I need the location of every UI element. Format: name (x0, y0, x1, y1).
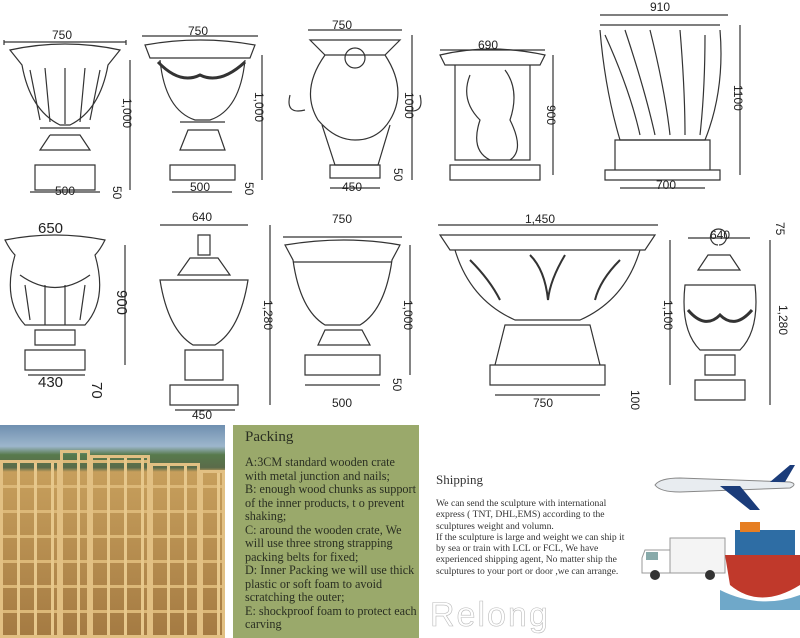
gadroon-urn-drawing (4, 234, 126, 376)
dimension-label: 750 (533, 396, 554, 410)
dimension-label: 50 (391, 168, 405, 182)
airplane-icon (654, 465, 795, 510)
dimension-label: 750 (52, 28, 73, 42)
cherub-planter-drawing (439, 48, 554, 181)
dimension-label: 1,000 (252, 92, 266, 123)
covered-garland-urn-drawing (683, 228, 771, 405)
shipping-title: Shipping (436, 472, 483, 487)
dimension-label: 500 (190, 180, 211, 194)
dimension-label: 1,450 (525, 212, 556, 226)
campana-urn-drawing (283, 236, 411, 386)
shipping-line: If the sculpture is large and weight we … (436, 531, 625, 577)
packing-panel: Packing A:3CM standard wooden crate with… (233, 425, 419, 638)
packing-line: D: Inner Packing we will use thick plast… (245, 563, 415, 604)
dimension-label: 900 (113, 290, 130, 316)
transport-illustration (641, 465, 800, 610)
packing-title: Packing (245, 429, 294, 445)
lidded-finial-urn-drawing (159, 224, 271, 411)
dimension-label: 640 (710, 228, 731, 242)
dimension-label: 430 (38, 374, 64, 391)
packing-line: B: enough wood chunks as support of the … (245, 482, 416, 523)
shipping-line: We can send the sculpture with internati… (436, 498, 607, 532)
dimension-label: 650 (38, 220, 64, 237)
dimension-label: 75 (773, 222, 787, 236)
truck-icon (641, 537, 726, 580)
dimension-label: 750 (332, 18, 353, 32)
packing-line: A:3CM standard wooden crate with metal j… (245, 455, 395, 483)
dimension-label: 1000 (402, 92, 416, 119)
packing-line: C: around the wooden crate, We will use … (245, 522, 402, 564)
dimension-label: 50 (390, 378, 404, 392)
dimension-label: 1,000 (120, 98, 134, 129)
dimension-label: 750 (332, 212, 353, 226)
dimension-label: 910 (650, 0, 671, 14)
dimension-label: 1100 (731, 85, 745, 111)
packing-line: E: shockproof foam to protect each carvi… (245, 603, 417, 631)
dimension-label: 1,280 (776, 305, 790, 336)
dimension-label: 700 (656, 178, 677, 192)
watermark: Relong (430, 596, 550, 635)
dimension-label: 450 (192, 408, 213, 422)
dimension-label: 100 (628, 390, 642, 411)
acanthus-trough-drawing (438, 224, 671, 396)
cargo-ship-icon (720, 522, 800, 610)
dimension-label: 50 (110, 186, 124, 200)
garland-urn-drawing (142, 35, 263, 193)
dimension-label: 1,280 (261, 300, 275, 331)
shell-planter-drawing (599, 14, 741, 189)
shipping-section: Shipping We can send the sculpture with … (436, 472, 636, 577)
fluted-urn-drawing (3, 40, 131, 193)
dimension-label: 1,000 (401, 300, 415, 331)
dimension-label: 1,100 (661, 300, 675, 331)
mask-handle-urn-drawing (288, 29, 422, 189)
dimension-label: 900 (544, 105, 558, 126)
technical-drawings (3, 14, 771, 411)
dimension-label: 690 (478, 38, 499, 52)
dimension-label: 50 (242, 182, 256, 196)
dimension-label: 450 (342, 180, 363, 194)
wooden-crates-photo (0, 425, 225, 638)
dimension-label: 750 (188, 24, 209, 38)
dimension-label: 640 (192, 210, 213, 224)
dimension-label: 70 (88, 382, 105, 399)
dimension-label: 500 (55, 184, 76, 198)
dimension-label: 500 (332, 396, 353, 410)
